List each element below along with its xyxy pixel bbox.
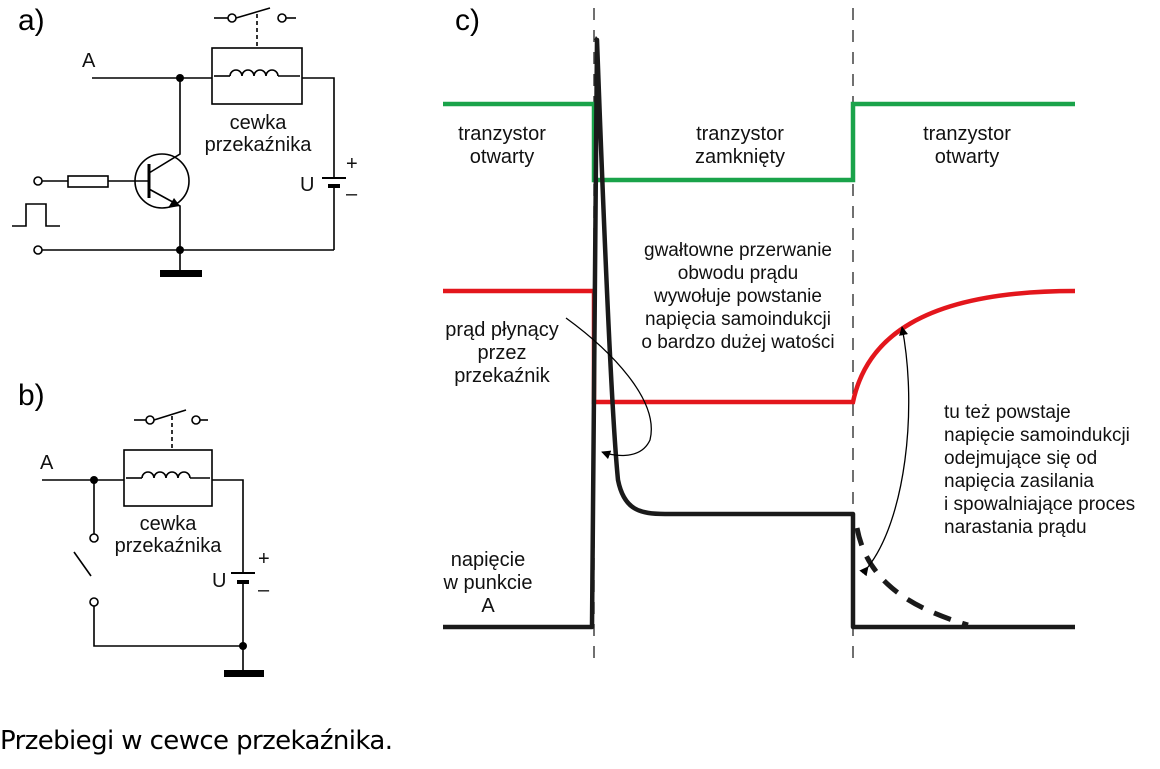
note-also-line: odejmujące się od (944, 448, 1097, 469)
node-label-a: A (82, 50, 96, 72)
note-interrupt-line: obwodu prądu (678, 263, 798, 284)
relay-coil-box (211, 47, 303, 105)
timing-diagram: c) tranzystor otwarty tranzystor zamknię… (443, 4, 1135, 662)
relay-coil-box (123, 449, 213, 507)
voltage-trace (443, 37, 1075, 630)
plus-label-b: + (258, 548, 270, 570)
label-transistor-closed-line2: zamknięty (695, 146, 785, 168)
note-also: tu też powstaje napięcie samoindukcji od… (944, 402, 1135, 538)
label-transistor-open-1-line1: tranzystor (458, 123, 546, 145)
relay-contact-icon (134, 409, 208, 450)
battery-icon (231, 572, 255, 672)
panel-label-a: a) (18, 4, 45, 37)
battery-icon (322, 170, 346, 250)
label-voltage-line3: A (481, 595, 495, 617)
circuit-b: b) A cewka przekaźnika U + (18, 379, 270, 677)
label-transistor-open-1-line2: otwarty (470, 146, 534, 168)
label-current-line3: przekaźnik (454, 365, 551, 387)
supply-label-b: U (212, 570, 226, 592)
coil-icon (229, 69, 279, 77)
coil-label-line2: przekaźnika (115, 535, 223, 557)
note-also-line: napięcia zasilania (944, 471, 1094, 492)
note-interrupt-line: napięcia samoindukcji (645, 309, 831, 330)
panel-label-c: c) (455, 4, 480, 37)
relay-contact-icon (214, 7, 296, 48)
supply-label-a: U (300, 174, 314, 196)
figure-caption: Przebiegi w cewce przekaźnika. (0, 726, 393, 756)
minus-label-b: – (258, 579, 270, 601)
input-terminal (33, 245, 43, 255)
ground-icon (224, 670, 264, 677)
panel-label-b: b) (18, 379, 45, 412)
voltage-spike-peak (594, 36, 599, 40)
label-current-line1: prąd płynący (445, 319, 558, 341)
annotation-arrow-also (859, 326, 910, 577)
note-interrupt: gwałtowne przerwanie obwodu prądu wywołu… (641, 240, 834, 353)
pulse-icon (12, 203, 60, 227)
label-transistor-open-2-line2: otwarty (935, 146, 999, 168)
coil-label-line1: cewka (230, 112, 288, 134)
input-terminal (33, 176, 43, 186)
note-interrupt-line: wywołuje powstanie (653, 286, 822, 307)
resistor-icon (67, 175, 109, 188)
transistor-state-trace (443, 101, 1075, 183)
label-current-line2: przez (478, 342, 527, 364)
switch-icon (89, 533, 99, 543)
minus-label-a: – (346, 183, 358, 205)
label-transistor-closed-line1: tranzystor (696, 123, 784, 145)
label-voltage-line1: napięcie (451, 549, 526, 571)
note-also-line: i spowalniające proces (944, 494, 1135, 515)
ground-icon (160, 270, 202, 277)
note-also-line: narastania prądu (944, 517, 1087, 538)
note-interrupt-line: gwałtowne przerwanie (644, 240, 832, 261)
note-also-line: tu też powstaje (944, 402, 1071, 423)
voltage-dip-trace (854, 527, 969, 628)
plus-label-a: + (346, 153, 358, 175)
transistor-icon (134, 78, 190, 250)
circuit-a: a) A cewka przekaźnika U + – (12, 4, 358, 277)
coil-label-line2: przekaźnika (205, 134, 313, 156)
node-label-b: A (40, 452, 54, 474)
coil-icon (141, 471, 191, 479)
annotation-arrow-interrupt (565, 317, 652, 460)
note-also-line: napięcie samoindukcji (944, 425, 1130, 446)
label-transistor-open-2-line1: tranzystor (923, 123, 1011, 145)
coil-label-line1: cewka (140, 513, 198, 535)
label-voltage-line2: w punkcie (443, 572, 533, 594)
note-interrupt-line: o bardzo dużej watości (641, 332, 834, 353)
